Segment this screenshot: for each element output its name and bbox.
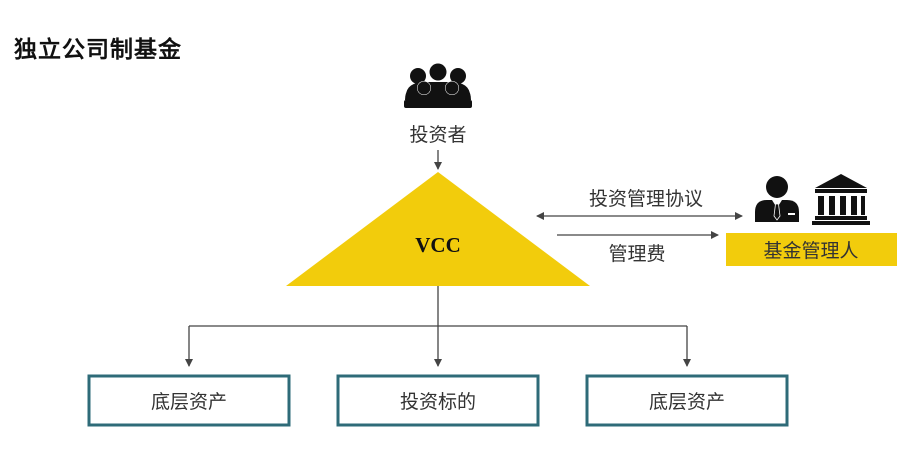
fund-manager-label: 基金管理人: [763, 240, 858, 262]
bank-icon: [812, 174, 870, 225]
management-fee-label: 管理费: [608, 243, 665, 265]
asset-label-middle: 投资标的: [400, 391, 476, 413]
vcc-triangle: [286, 172, 590, 286]
asset-box-middle: [336, 374, 540, 427]
asset-box-right: [585, 374, 789, 427]
asset-box-left: [87, 374, 291, 427]
asset-label-left: 底层资产: [151, 391, 227, 413]
diagram-title: 独立公司制基金: [14, 37, 182, 63]
fund-manager-box: [726, 233, 897, 266]
management-agreement-label: 投资管理协议: [589, 188, 703, 210]
vcc-label: VCC: [415, 233, 461, 257]
asset-connector-lines: [185, 286, 691, 367]
manager-person-icon: [755, 176, 799, 222]
investor-label: 投资者: [409, 124, 466, 146]
asset-label-right: 底层资产: [649, 391, 725, 413]
investor-group-icon: [404, 63, 472, 108]
